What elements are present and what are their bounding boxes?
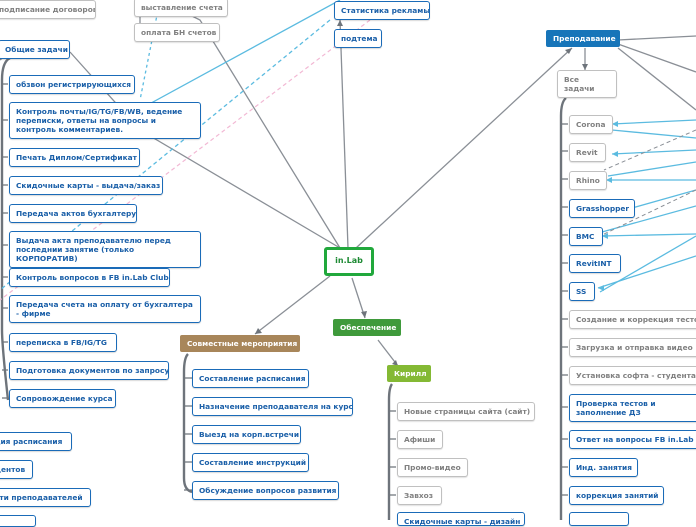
general-item-discount-cards[interactable]: Скидочные карты - выдача/заказ [9, 176, 163, 195]
node-contracts[interactable]: подписание договоров [0, 0, 96, 19]
joint-item-development[interactable]: Обсуждение вопросов развития [192, 481, 339, 500]
course-grasshopper[interactable]: Grasshopper [569, 199, 635, 218]
node-kirill[interactable]: Кирилл [387, 365, 431, 382]
supply-item-posters[interactable]: Афиши [397, 430, 443, 449]
node-ads-stats[interactable]: Статистика рекламы [334, 1, 430, 20]
course-rhino[interactable]: Rhino [569, 171, 607, 190]
course-ss[interactable]: SS [569, 282, 595, 301]
node-joint-events[interactable]: Совместные мероприятия [180, 335, 300, 352]
general-item-print-diploma[interactable]: Печать Диплом/Сертификат [9, 148, 140, 167]
link-center-supply [351, 277, 366, 319]
supply-item-supply-manager[interactable]: Завхоз [397, 486, 442, 505]
task-software-install[interactable]: Установка софта - студентам [569, 366, 696, 385]
task-tests[interactable]: Создание и коррекция тестов [569, 310, 696, 329]
central-node[interactable]: in.Lab [324, 247, 374, 276]
general-item-mail-control[interactable]: Контроль почты/IG/TG/FB/WB, ведение пере… [9, 102, 201, 139]
general-item-course-support[interactable]: Сопровождение курса [9, 389, 116, 408]
general-item-messaging[interactable]: переписка в FB/IG/TG [9, 333, 117, 352]
general-item-acts-accountant[interactable]: Передача актов бухгалтеру [9, 204, 137, 223]
joint-item-assign-teacher[interactable]: Назначение преподавателя на курс [192, 397, 353, 416]
course-bmc[interactable]: BMC [569, 227, 603, 246]
task-fb-answers[interactable]: Ответ на вопросы FB in.Lab C [569, 430, 696, 449]
supply-item-discount-design[interactable]: Скидочные карты - дизайн [397, 512, 525, 526]
node-invoice[interactable]: выставление счета [134, 0, 228, 17]
general-item-act-teacher[interactable]: Выдача акта преподавателю перед последни… [9, 231, 201, 268]
node-general-tasks[interactable]: Общие задачи [0, 40, 70, 59]
course-corona[interactable]: Corona [569, 115, 613, 134]
link-center-ads [339, 19, 349, 249]
task-homework-check[interactable]: Проверка тестов и заполнение ДЗ [569, 394, 696, 422]
task-lesson-correction[interactable]: коррекция занятий [569, 486, 664, 505]
course-revitint[interactable]: RevitINT [569, 254, 621, 273]
node-cut-bottom[interactable] [0, 515, 36, 527]
joint-item-instructions[interactable]: Составление инструкций [192, 453, 309, 472]
node-teaching[interactable]: Преподавание [546, 30, 620, 47]
joint-item-schedule[interactable]: Составление расписания [192, 369, 309, 388]
task-cut-bottom[interactable] [569, 512, 629, 526]
link-center-joint [254, 275, 331, 335]
task-video-upload[interactable]: Загрузка и отправка видео Ю [569, 338, 696, 357]
course-revit[interactable]: Revit [569, 143, 606, 162]
link-center-teaching [355, 47, 573, 249]
node-students-cut[interactable]: дентов [0, 460, 33, 479]
node-payment[interactable]: оплата БН счетов [134, 23, 220, 42]
link-center-payment [179, 9, 341, 249]
general-item-invoice-transfer[interactable]: Передача счета на оплату от бухгалтера -… [9, 295, 201, 323]
supply-item-site-pages[interactable]: Новые страницы сайта (сайт) [397, 402, 535, 421]
task-individual-lessons[interactable]: Инд. занятия [569, 458, 638, 477]
supply-item-promo-video[interactable]: Промо-видео [397, 458, 468, 477]
general-item-fb-questions[interactable]: Контроль вопросов в FB in.Lab Club [9, 268, 170, 287]
node-supply[interactable]: Обеспечение [333, 319, 401, 336]
general-item-documents[interactable]: Подготовка документов по запросу [9, 361, 169, 380]
node-schedule-cut[interactable]: ция расписания [0, 432, 72, 451]
node-all-tasks[interactable]: Все задачи [557, 70, 617, 98]
joint-item-corp-meetings[interactable]: Выезд на корп.встречи [192, 425, 301, 444]
general-item-calls[interactable]: обзвон регистрирующихся [9, 75, 135, 94]
node-support[interactable]: подтема [334, 29, 382, 48]
node-teachers-cut[interactable]: сти преподавателей [0, 488, 91, 507]
